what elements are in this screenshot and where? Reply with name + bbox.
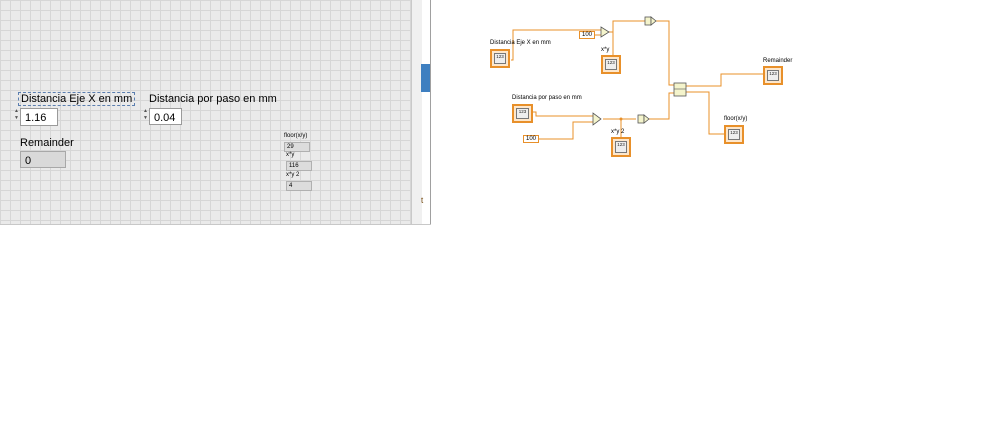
remainder-label: Remainder (20, 137, 74, 149)
xy2-label: x*y 2 (286, 172, 300, 178)
bd-distancia-x-label: Distancia Eje X en mm (490, 40, 551, 46)
bd-floor-label: floor(x/y) (724, 116, 748, 122)
to-integer-node[interactable] (644, 16, 652, 26)
distancia-eje-x-label: Distancia Eje X en mm (17, 92, 136, 106)
terminal-value: 123 (516, 108, 529, 119)
wire (606, 20, 645, 33)
terminal-value: 123 (615, 141, 627, 153)
bd-xy-label: x*y (601, 47, 610, 53)
front-panel-bottom-edge (0, 224, 431, 225)
xy-terminal[interactable]: 123 (601, 55, 621, 74)
distancia-por-paso-control[interactable]: 0.04 (149, 108, 182, 125)
decrement-arrow-icon[interactable]: ▼ (14, 115, 19, 121)
distancia-paso-terminal[interactable]: 123 (512, 104, 533, 123)
increment-arrow-icon[interactable]: ▲ (143, 108, 148, 114)
to-integer-node[interactable] (637, 114, 645, 124)
wire (533, 111, 593, 117)
wire-junction (619, 117, 623, 121)
terminal-value: 123 (494, 53, 506, 64)
distancia-x-terminal[interactable]: 123 (490, 49, 510, 68)
remainder-indicator: 0 (20, 151, 66, 168)
bd-distancia-paso-label: Distancia por paso en mm (512, 95, 582, 101)
floor-terminal[interactable]: 123 (724, 125, 744, 144)
bd-xy2-label: x*y 2 (611, 129, 625, 135)
distancia-eje-x-control[interactable]: 1.16 (20, 108, 58, 126)
xy-label: x*y (286, 152, 295, 158)
wire (656, 20, 675, 86)
wire (536, 121, 593, 140)
constant-100[interactable]: 100 (579, 31, 596, 39)
increment-arrow-icon[interactable]: ▲ (14, 108, 19, 114)
wire (649, 92, 675, 120)
terminal-value: 123 (605, 59, 617, 70)
edge-glyph: t (421, 196, 424, 205)
block-diagram: Distancia Eje X en mm 123 100 x*y 123 Di… (431, 0, 999, 224)
decrement-arrow-icon[interactable]: ▼ (143, 115, 148, 121)
panel-divider (430, 0, 431, 224)
wire (511, 29, 601, 61)
xy2-terminal[interactable]: 123 (611, 137, 631, 157)
floor-label: floor(x/y) (284, 133, 308, 139)
multiply-node[interactable] (600, 26, 610, 38)
multiply-node[interactable] (592, 112, 602, 126)
xy2-indicator: 4 (286, 181, 312, 191)
xy-indicator: 116 (286, 161, 312, 171)
quotient-remainder-node[interactable] (673, 82, 687, 97)
terminal-value: 123 (728, 129, 740, 140)
front-panel: Distancia Eje X en mm ▲ ▼ 1.16 Distancia… (0, 0, 411, 224)
floor-indicator: 29 (284, 142, 310, 152)
wire (685, 73, 763, 87)
bd-remainder-label: Remainder (763, 58, 793, 64)
scrollbar-thumb[interactable] (421, 64, 430, 92)
wire (685, 91, 724, 135)
wires (511, 16, 763, 140)
front-panel-scroll-area (411, 0, 422, 224)
constant-100[interactable]: 100 (523, 135, 540, 143)
to-integer-node-arrow (650, 16, 657, 26)
terminal-value: 123 (767, 70, 779, 81)
distancia-por-paso-label: Distancia por paso en mm (149, 93, 277, 105)
remainder-terminal[interactable]: 123 (763, 66, 783, 85)
to-integer-node-arrow (643, 114, 650, 124)
